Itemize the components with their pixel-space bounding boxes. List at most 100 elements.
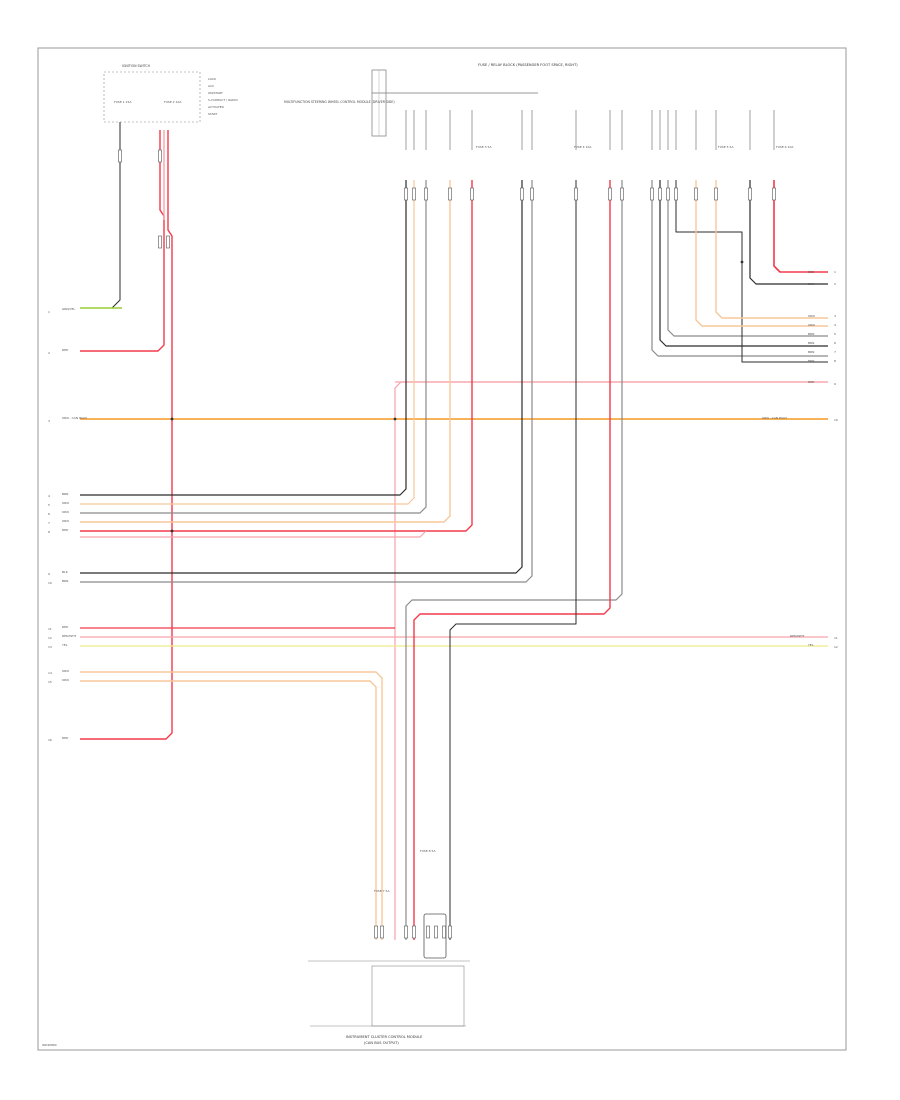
right-wire-label-6: BRN bbox=[808, 341, 814, 345]
ignition-line-6: START bbox=[208, 112, 217, 116]
connector-terminal-top-14 bbox=[674, 187, 678, 201]
ignition-line-3: ON/START bbox=[208, 91, 223, 95]
right-wire-label-10: ORN - CAN HIGH bbox=[762, 416, 787, 420]
fuse-block-title: FUSE / RELAY BLOCK (PASSENGER FOOT SPACE… bbox=[478, 63, 578, 67]
right-wire-label-9: RED bbox=[808, 380, 815, 384]
wire-orn-7 bbox=[80, 180, 451, 523]
right-wire-label-12: YEL bbox=[808, 643, 814, 647]
connector-terminal-top-16 bbox=[714, 187, 718, 201]
left-wire-label-7: ORN bbox=[62, 519, 69, 523]
wire-gray-down bbox=[405, 180, 623, 940]
module-pin-group bbox=[423, 913, 447, 959]
left-pin-15: 15 bbox=[48, 680, 52, 684]
left-pin-2: 2 bbox=[48, 351, 50, 355]
left-pin-5: 5 bbox=[48, 503, 50, 507]
connector-terminal-top-11 bbox=[650, 187, 654, 201]
connector-terminal-top-10 bbox=[620, 187, 624, 201]
connector-terminal-ignition-4 bbox=[158, 235, 162, 249]
right-pin-4: 4 bbox=[834, 323, 836, 327]
connector-terminal-top-9 bbox=[608, 187, 612, 201]
wire-brn-8r bbox=[651, 180, 828, 357]
fuse-label-6: FUSE 6 10A bbox=[776, 145, 794, 149]
connector-terminal-ignition-1 bbox=[118, 149, 122, 163]
wire-brn-4 bbox=[80, 180, 407, 496]
module-title: INSTRUMENT CLUSTER CONTROL MODULE bbox=[346, 1035, 423, 1039]
connector-terminal-top-5 bbox=[470, 187, 474, 201]
right-pin-8: 8 bbox=[834, 359, 836, 363]
wire-red-1r bbox=[773, 180, 828, 273]
ignition-line-4: S-CONTACT / RADIO bbox=[208, 98, 238, 102]
connector-terminal-ignition-2 bbox=[158, 149, 162, 163]
right-pin-3: 3 bbox=[834, 314, 836, 318]
instrument-cluster-module: INSTRUMENT CLUSTER CONTROL MODULE (CAN B… bbox=[308, 913, 470, 1045]
connector-terminal-ignition-3 bbox=[166, 235, 170, 249]
ignition-switch-box bbox=[103, 71, 201, 123]
right-pin-11: 11 bbox=[834, 636, 838, 640]
ignition-line-2: ACC bbox=[208, 84, 214, 88]
connector-terminal-module-2 bbox=[380, 925, 384, 939]
ignition-switch: IGNITION SWITCH LOCK ACC ON/START S-CONT… bbox=[103, 64, 238, 123]
wire-red-2 bbox=[80, 130, 165, 352]
right-pin-1: 1 bbox=[834, 270, 836, 274]
left-pin-16: 16 bbox=[48, 738, 52, 742]
connector-terminal-top-12 bbox=[658, 187, 662, 201]
module-connector-box bbox=[371, 965, 465, 1027]
diagram-code: WD4086C bbox=[42, 1043, 57, 1047]
left-wire-label-2: RED bbox=[62, 348, 69, 352]
wire-brn-5r bbox=[667, 180, 828, 337]
left-wire-label-13: YEL bbox=[62, 643, 68, 647]
steering-module-label: MULTIFUNCTION STEERING WHEEL CONTROL MOD… bbox=[284, 100, 395, 104]
left-pin-8: 8 bbox=[48, 530, 50, 534]
fuse-label-4: FUSE 4 10A bbox=[574, 145, 592, 149]
connector-terminal-module-8 bbox=[448, 925, 452, 939]
left-wire-label-15: ORN bbox=[62, 678, 69, 682]
fuse-label-1: FUSE 1 15A bbox=[114, 100, 132, 104]
right-pin-2: 2 bbox=[834, 282, 836, 286]
wire-red-8 bbox=[80, 180, 473, 532]
connector-terminal-module-3 bbox=[404, 925, 408, 939]
wire-pink-8b bbox=[80, 530, 427, 538]
left-pin-4: 4 bbox=[48, 494, 50, 498]
right-wire-label-4: ORN bbox=[808, 323, 815, 327]
left-pin-10: 10 bbox=[48, 581, 52, 585]
left-wire-label-4: BRN bbox=[62, 492, 68, 496]
left-wire-label-1: GRN/YEL bbox=[62, 307, 75, 311]
right-pin-12: 12 bbox=[834, 645, 838, 649]
left-pin-7: 7 bbox=[48, 521, 50, 525]
right-connector-labels: RED BRN ORN ORN BRN BRN BRN BRN RED ORN … bbox=[762, 270, 838, 649]
splice-can-mid bbox=[393, 417, 397, 421]
connector-terminal-top-17 bbox=[748, 187, 752, 201]
connector-terminal-top-3 bbox=[424, 187, 428, 201]
wire-layer bbox=[80, 110, 828, 940]
right-wire-label-8: BRN bbox=[808, 359, 814, 363]
right-wire-label-2: BRN bbox=[808, 282, 814, 286]
fuse-label-8: FUSE 8 5A bbox=[420, 849, 436, 853]
wire-red-16 bbox=[80, 130, 173, 740]
ignition-switch-title: IGNITION SWITCH bbox=[122, 64, 151, 68]
right-wire-label-5: BRN bbox=[808, 332, 814, 336]
wire-brn-7r bbox=[659, 180, 828, 347]
diagram-frame bbox=[37, 47, 847, 1051]
wire-blk-down bbox=[449, 180, 577, 940]
fuse-label-7: FUSE 7 5A bbox=[374, 889, 390, 893]
left-wire-label-6: ORN bbox=[62, 510, 69, 514]
connector-terminal-top-6 bbox=[520, 187, 524, 201]
right-wire-label-7: BRN bbox=[808, 350, 814, 354]
fuse-label-3: FUSE 3 5A bbox=[476, 145, 492, 149]
left-pin-1: 1 bbox=[48, 310, 50, 314]
connector-terminal-top-4 bbox=[448, 187, 452, 201]
left-pin-3: 3 bbox=[48, 419, 50, 423]
connector-terminal-top-18 bbox=[772, 187, 776, 201]
left-wire-label-9: BLK bbox=[62, 570, 69, 574]
right-wire-label-3: ORN bbox=[808, 314, 815, 318]
module-subtitle: (CAN BUS OUTPUT) bbox=[364, 1041, 399, 1045]
left-pin-11: 11 bbox=[48, 627, 52, 631]
left-wire-label-5: ORN bbox=[62, 501, 69, 505]
connector-terminal-top-2 bbox=[412, 187, 416, 201]
splice-can-left bbox=[170, 417, 174, 421]
ignition-line-1: LOCK bbox=[208, 77, 217, 81]
wire-brn-2r bbox=[749, 180, 828, 285]
left-pin-9: 9 bbox=[48, 572, 50, 576]
